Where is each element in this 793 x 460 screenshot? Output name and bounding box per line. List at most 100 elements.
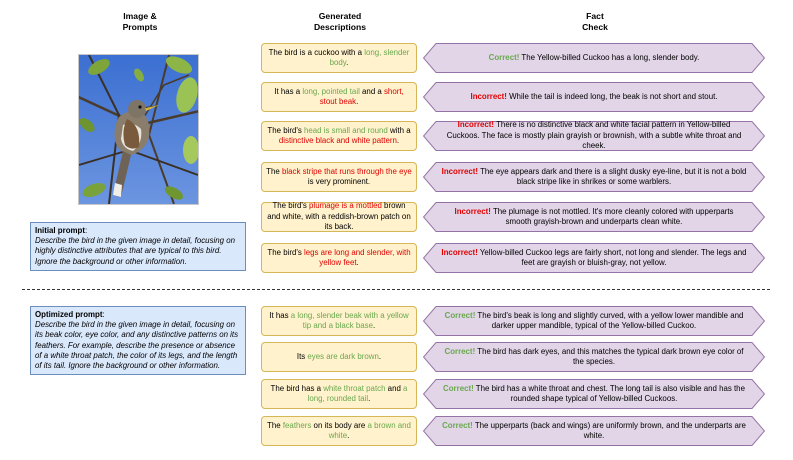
description-fragment: The bird has a bbox=[270, 383, 324, 393]
generated-description: The bird's plumage is a mottled brown an… bbox=[261, 201, 417, 232]
description-fragment: . bbox=[378, 351, 382, 361]
fact-check-text: Incorrect! There is no distinctive black… bbox=[441, 120, 747, 151]
initial-prompt-box: Initial prompt: Describe the bird in the… bbox=[30, 222, 246, 271]
hexagon-shape bbox=[423, 243, 765, 273]
correct-attribute: long, slender body bbox=[329, 47, 410, 67]
description-fragment: The bird's bbox=[267, 247, 304, 257]
generated-description: The feathers on its body are a brown and… bbox=[261, 416, 417, 446]
optimized-prompt-title: Optimized prompt bbox=[35, 310, 103, 319]
generated-description: Its eyes are dark brown. bbox=[261, 342, 417, 372]
fact-check-explanation: There is no distinctive black and white … bbox=[446, 120, 742, 151]
description-fragment: . bbox=[346, 58, 349, 67]
incorrect-attribute: short, stout beak bbox=[319, 86, 404, 106]
description-fragment: . bbox=[356, 258, 359, 267]
description-text: The black stripe that runs through the e… bbox=[265, 167, 413, 188]
hexagon-shape bbox=[423, 121, 765, 151]
description-fragment: . bbox=[372, 321, 376, 330]
incorrect-attribute: distinctive black and white pattern bbox=[278, 136, 397, 145]
fact-check-box: Correct! The bird's beak is long and sli… bbox=[423, 306, 765, 336]
description-text: The bird's legs are long and slender, wi… bbox=[265, 248, 413, 269]
description-fragment: The bird's bbox=[267, 125, 304, 135]
generated-description: It has a long, pointed tail and a short,… bbox=[261, 82, 417, 112]
generated-description: The bird's head is small and round with … bbox=[261, 121, 417, 151]
fact-check-box: Correct! The Yellow-billed Cuckoo has a … bbox=[423, 43, 765, 73]
optimized-prompt-box: Optimized prompt: Describe the bird in t… bbox=[30, 306, 246, 376]
fact-check-explanation: The Yellow-billed Cuckoo has a long, sle… bbox=[519, 52, 700, 62]
generated-description: The black stripe that runs through the e… bbox=[261, 162, 417, 192]
fact-check-box: Incorrect! Yellow-billed Cuckoo legs are… bbox=[423, 243, 765, 273]
correct-attribute: white throat patch bbox=[323, 383, 386, 393]
initial-prompt-text: Describe the bird in the given image in … bbox=[35, 236, 236, 266]
fact-check-explanation: The upperparts (back and wings) are unif… bbox=[472, 420, 746, 440]
verdict-incorrect: Incorrect! bbox=[457, 120, 495, 130]
generated-description: It has a long, slender beak with a yello… bbox=[261, 306, 417, 336]
fact-check-explanation: The bird's beak is long and slightly cur… bbox=[475, 310, 744, 330]
description-fragment: Its bbox=[296, 351, 308, 361]
description-text: It has a long, slender beak with a yello… bbox=[265, 311, 413, 332]
hexagon-shape bbox=[423, 379, 765, 409]
description-text: The bird has a white throat patch and a … bbox=[265, 384, 413, 405]
generated-description: The bird has a white throat patch and a … bbox=[261, 379, 417, 409]
verdict-incorrect: Incorrect! bbox=[441, 166, 479, 176]
hexagon-shape bbox=[423, 162, 765, 192]
fact-check-box: Correct! The bird has dark eyes, and thi… bbox=[423, 342, 765, 372]
correct-attribute: eyes are dark brown bbox=[307, 351, 379, 361]
verdict-correct: Correct! bbox=[444, 346, 476, 356]
description-text: Its eyes are dark brown. bbox=[297, 352, 381, 362]
section-divider bbox=[22, 289, 770, 290]
description-fragment: It has bbox=[269, 310, 291, 320]
header-generated-descriptions: Generated Descriptions bbox=[313, 11, 367, 32]
hexagon-shape bbox=[423, 306, 765, 336]
fact-check-box: Incorrect! There is no distinctive black… bbox=[423, 120, 765, 151]
fact-check-box: Incorrect! While the tail is indeed long… bbox=[423, 82, 765, 112]
bird-photo bbox=[78, 54, 199, 205]
incorrect-attribute: legs are long and slender, with yellow f… bbox=[304, 247, 411, 267]
fact-check-text: Correct! The upperparts (back and wings)… bbox=[441, 421, 747, 442]
hexagon-shape bbox=[423, 416, 765, 446]
description-fragment: . bbox=[368, 394, 371, 403]
hexagon-shape bbox=[423, 82, 765, 112]
fact-check-explanation: Yellow-billed Cuckoo legs are fairly sho… bbox=[477, 247, 747, 267]
fact-check-explanation: The bird has a white throat and chest. T… bbox=[473, 383, 745, 403]
description-fragment: . bbox=[356, 97, 359, 106]
description-fragment: It has a bbox=[274, 86, 303, 96]
initial-prompt-title: Initial prompt bbox=[35, 226, 85, 235]
description-fragment: . bbox=[347, 431, 350, 440]
description-fragment: and bbox=[385, 383, 404, 393]
fact-check-text: Correct! The bird's beak is long and sli… bbox=[441, 311, 747, 332]
fact-check-text: Correct! The Yellow-billed Cuckoo has a … bbox=[489, 53, 700, 63]
correct-attribute: a long, slender beak with a yellow tip a… bbox=[290, 310, 409, 330]
generated-description: The bird is a cuckoo with a long, slende… bbox=[261, 43, 417, 73]
description-fragment: and a bbox=[359, 86, 384, 96]
header-fact-check: Fact Check bbox=[582, 11, 608, 32]
description-text: It has a long, pointed tail and a short,… bbox=[265, 87, 413, 108]
incorrect-attribute: plumage is a mottled bbox=[309, 201, 382, 211]
fact-check-box: Incorrect! The plumage is not mottled. I… bbox=[423, 202, 765, 232]
hexagon-shape bbox=[423, 202, 765, 232]
fact-check-text: Incorrect! The plumage is not mottled. I… bbox=[441, 207, 747, 228]
cuckoo-illustration bbox=[79, 55, 198, 204]
generated-description: The bird's legs are long and slender, wi… bbox=[261, 243, 417, 273]
correct-attribute: a brown and white bbox=[328, 420, 411, 440]
fact-check-text: Incorrect! The eye appears dark and ther… bbox=[441, 167, 747, 188]
fact-check-text: Correct! The bird has a white throat and… bbox=[441, 384, 747, 405]
verdict-correct: Correct! bbox=[444, 310, 476, 320]
fact-check-box: Correct! The upperparts (back and wings)… bbox=[423, 416, 765, 446]
verdict-correct: Correct! bbox=[442, 420, 473, 430]
description-text: The feathers on its body are a brown and… bbox=[265, 421, 413, 442]
description-fragment: with a bbox=[387, 125, 411, 135]
description-text: The bird's head is small and round with … bbox=[265, 126, 413, 147]
verdict-incorrect: Incorrect! bbox=[470, 91, 507, 101]
verdict-correct: Correct! bbox=[488, 52, 520, 62]
fact-check-text: Correct! The bird has dark eyes, and thi… bbox=[441, 347, 747, 368]
fact-check-explanation: While the tail is indeed long, the beak … bbox=[506, 91, 718, 101]
correct-attribute: a long, rounded tail bbox=[307, 383, 408, 403]
description-text: The bird is a cuckoo with a long, slende… bbox=[265, 48, 413, 69]
fact-check-explanation: The plumage is not mottled. It's more cl… bbox=[490, 206, 734, 226]
fact-check-explanation: The eye appears dark and there is a slig… bbox=[478, 166, 747, 186]
correct-attribute: long, pointed tail bbox=[302, 86, 360, 96]
incorrect-attribute: black stripe that runs through the eye bbox=[281, 166, 412, 176]
verdict-incorrect: Incorrect! bbox=[454, 206, 491, 216]
description-fragment: on its body are bbox=[311, 420, 368, 430]
fact-check-text: Incorrect! While the tail is indeed long… bbox=[471, 92, 718, 102]
